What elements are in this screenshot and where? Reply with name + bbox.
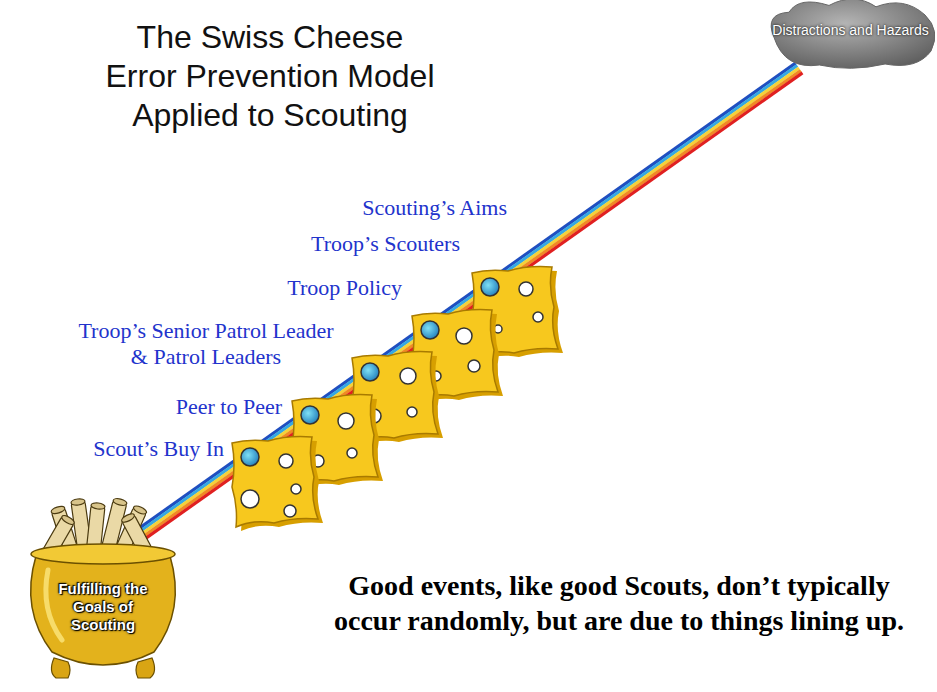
beam-stripe [136,73,802,545]
caption: Good events, like good Scouts, don’t typ… [325,568,913,638]
beam-stripe [135,70,801,542]
beam-stripe [131,66,797,538]
pot-foot [51,658,70,678]
rainbow-beam [130,63,803,545]
hazard-cloud: Distractions and Hazards [764,0,937,68]
layer-label: Troop Policy [287,275,402,301]
cloud-outline [771,0,935,68]
layer-label: Troop’s Scouters [311,231,460,257]
layer-label: Peer to Peer [176,394,282,420]
cheese-slice [232,437,323,532]
scroll-end [71,498,86,506]
gold-pot: Fulfilling the Goals of Scouting [28,540,178,685]
layer-label: Troop’s Senior Patrol Leader & Patrol Le… [72,318,340,370]
layer-label: Scout’s Buy In [93,436,224,462]
node-text: Fulfilling the Goals of Scouting [47,580,159,634]
scroll-end [112,497,127,506]
scroll-end [60,514,75,526]
pot-body [31,556,176,665]
scroll-end [50,505,65,515]
scroll-end [91,502,106,509]
scroll-end [132,504,147,515]
beam-stripe [133,68,799,540]
pot-foot [136,658,155,678]
node-text: Distractions and Hazards [772,22,928,38]
layer-label: Scouting’s Aims [362,195,507,221]
title: The Swiss Cheese Error Prevention Model … [100,18,440,135]
pot-rim [31,544,175,564]
scroll-end [120,512,135,524]
beam-stripe [130,63,796,535]
